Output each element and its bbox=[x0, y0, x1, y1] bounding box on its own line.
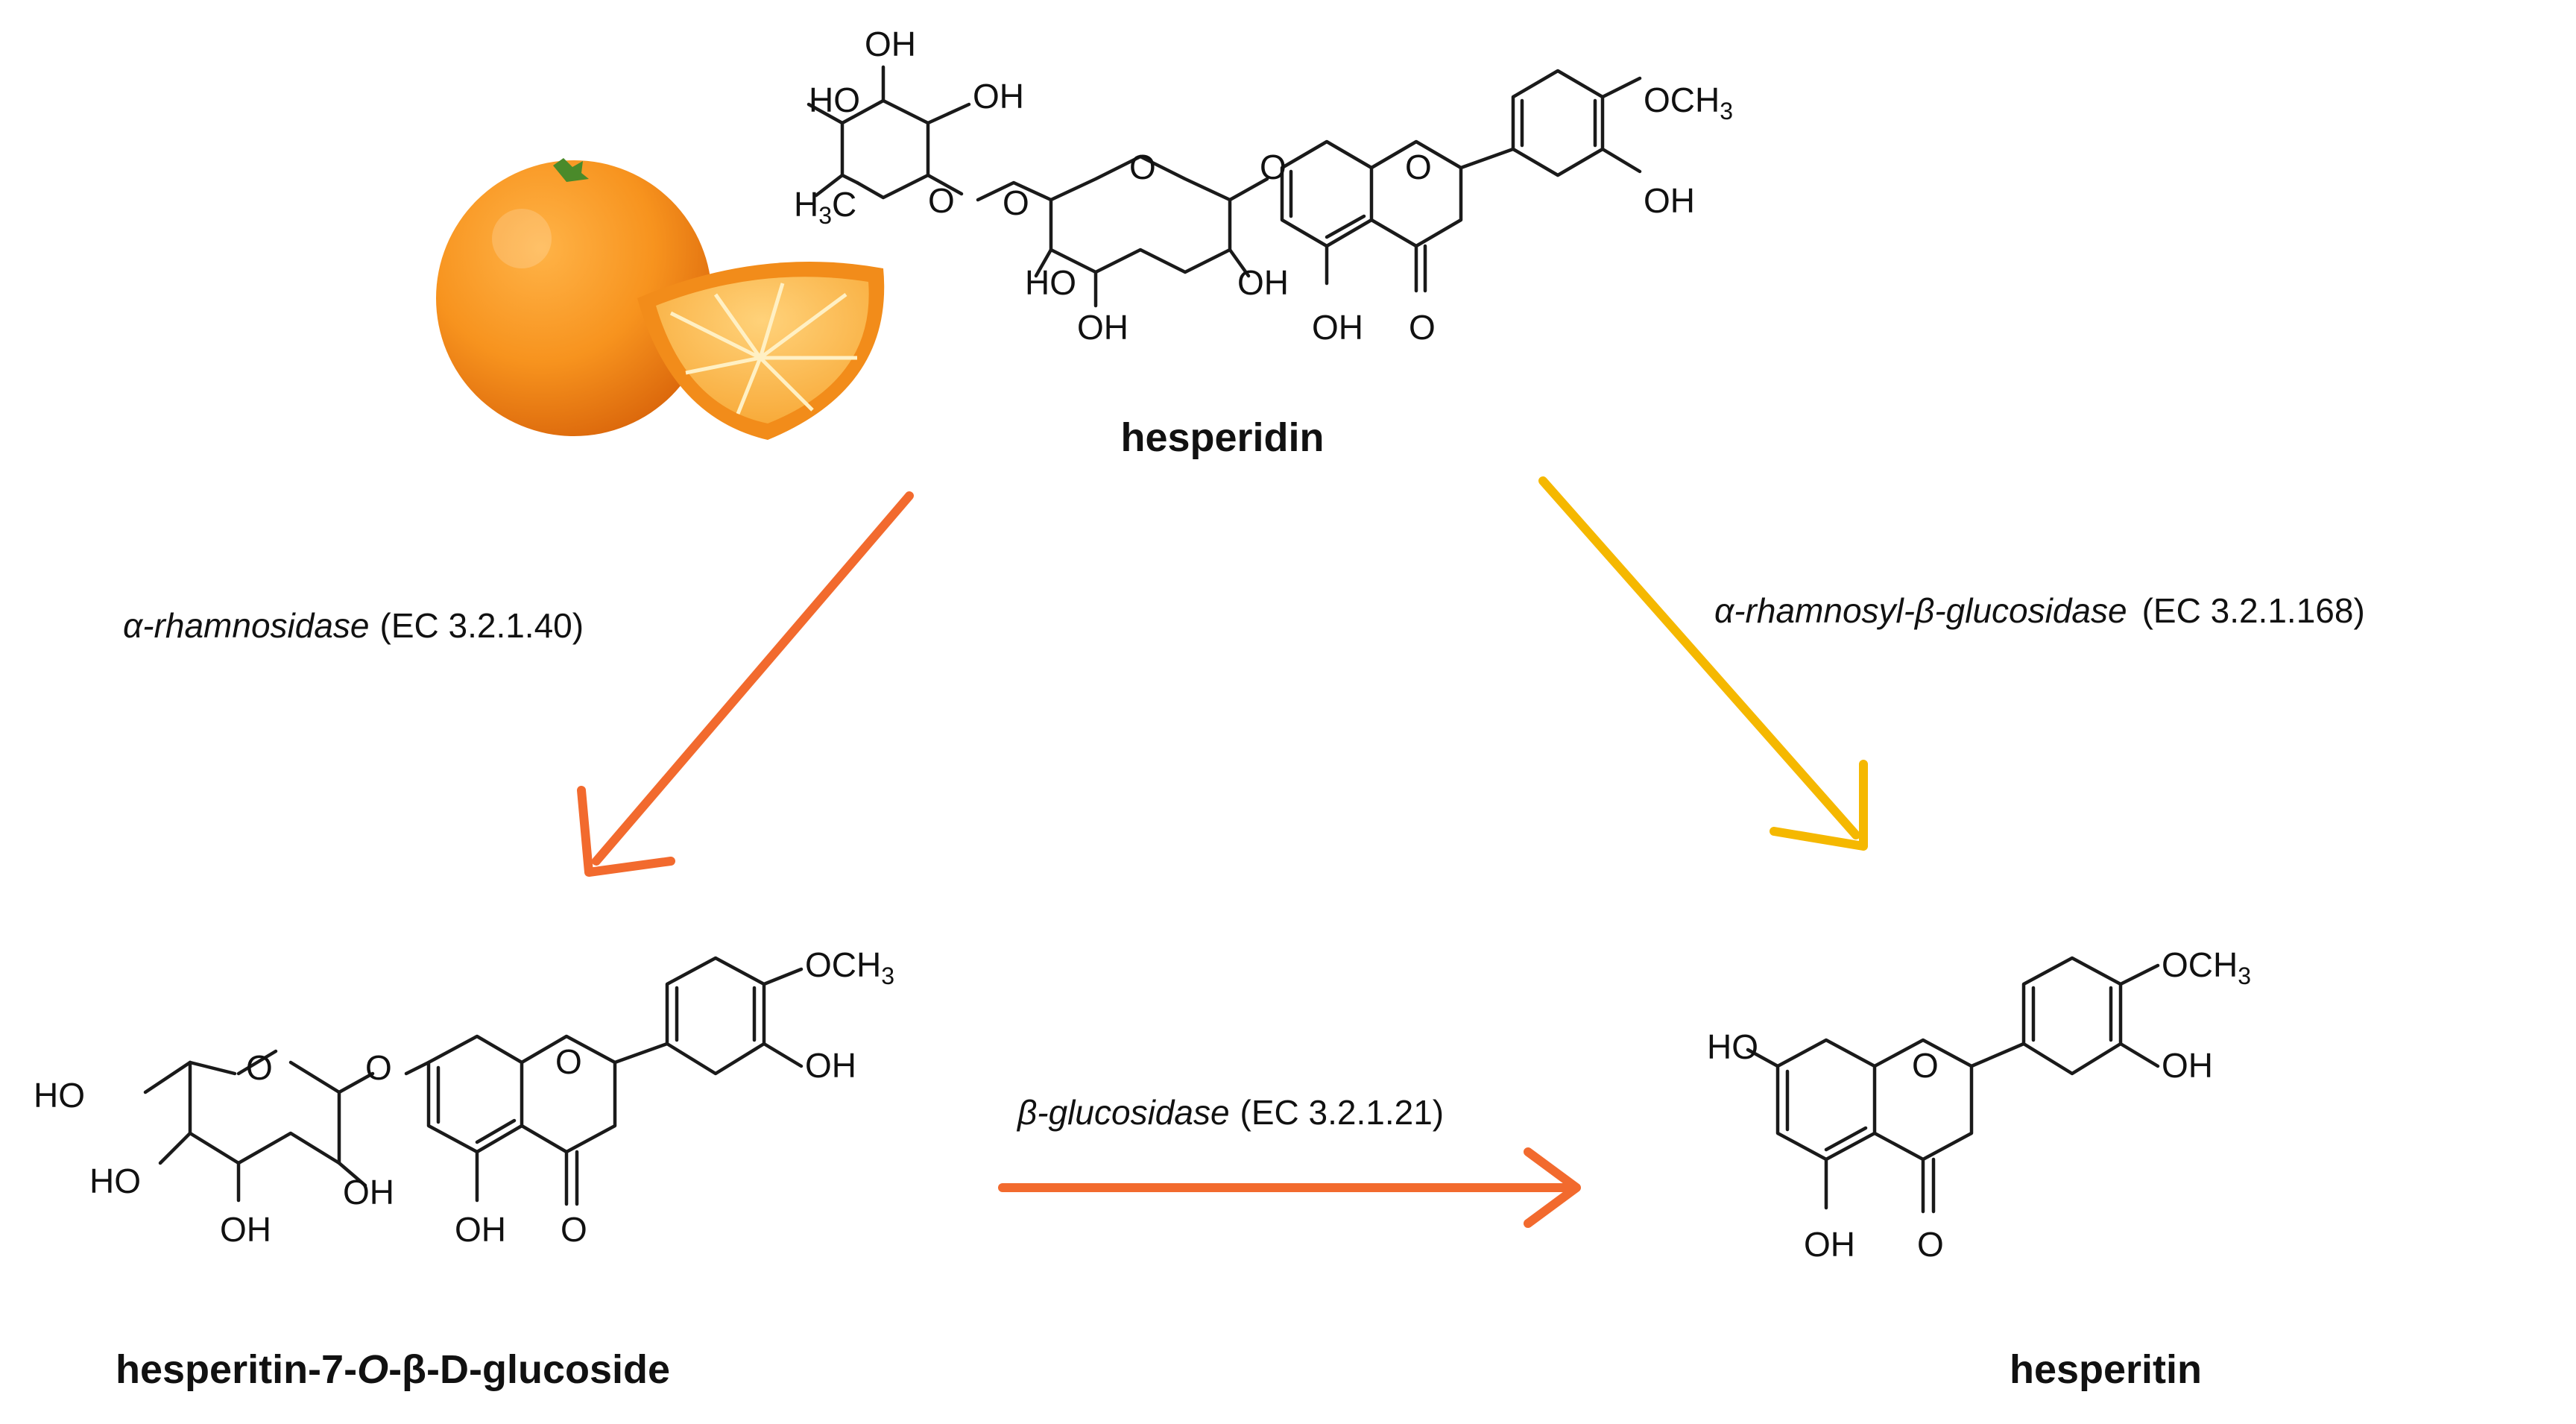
arrow-beta-glucosidase bbox=[998, 1147, 1581, 1228]
glucoside-o-ring-c: O bbox=[555, 1042, 582, 1081]
hesperidin-o-rham-ring: O bbox=[928, 181, 955, 220]
glucoside-och3: OCH3 bbox=[805, 945, 894, 989]
glucoside-oh-a-ring: OH bbox=[455, 1210, 506, 1249]
glucoside-o-glycosidic: O bbox=[365, 1048, 392, 1087]
hesperidin-o-gluc-ring: O bbox=[1129, 148, 1156, 186]
orange-slice-icon bbox=[637, 262, 885, 440]
glucoside-oh-3: OH bbox=[220, 1210, 271, 1249]
hesperidin-och3: OCH3 bbox=[1644, 81, 1733, 125]
glucoside-name: hesperitin-7-O-β-D-glucoside bbox=[116, 1347, 670, 1392]
glucoside-o-carbonyl: O bbox=[561, 1210, 587, 1249]
glucoside-oh-2: OH bbox=[343, 1173, 394, 1212]
hesperidin-structure: HO OH OH H3C O O O O HO OH OH O OH O OCH… bbox=[794, 25, 1733, 347]
hesperitin-oh-5: OH bbox=[1804, 1225, 1855, 1264]
hesperidin-o-linker: O bbox=[1003, 183, 1029, 222]
hesperitin-o-ring: O bbox=[1912, 1046, 1939, 1085]
hesperitin-structure: HO O OH O OCH3 OH bbox=[1707, 945, 2251, 1264]
glucoside-o-ring: O bbox=[246, 1048, 273, 1087]
enzyme-label-beta-glucosidase: β-glucosidase(EC 3.2.1.21) bbox=[1016, 1093, 1444, 1132]
orange-fruit-icon bbox=[436, 158, 885, 440]
enzyme-label-alpha-rhamnosyl-beta-glucosidase: α-rhamnosyl-β-glucosidase(EC 3.2.1.168) bbox=[1714, 591, 2365, 630]
glucoside-ho-6: HO bbox=[34, 1076, 85, 1115]
hesperidin-ch3: H3C bbox=[794, 185, 856, 229]
hesperidin-oh-gluc-right: OH bbox=[1237, 263, 1289, 302]
hesperitin-name: hesperitin bbox=[2010, 1347, 2202, 1392]
hesperidin-oh-a-ring: OH bbox=[1312, 308, 1363, 347]
hesperitin-o-carbonyl: O bbox=[1917, 1225, 1944, 1264]
hesperidin-o-ring: O bbox=[1405, 148, 1432, 186]
hesperidin-ho-rham: HO bbox=[809, 81, 860, 119]
hesperidin-o-carbonyl: O bbox=[1409, 308, 1436, 347]
hesperidin-name: hesperidin bbox=[1120, 415, 1324, 460]
hesperidin-ho-gluc: HO bbox=[1025, 263, 1076, 302]
enzyme-label-alpha-rhamnosidase: α-rhamnosidase(EC 3.2.1.40) bbox=[123, 606, 584, 645]
hesperitin-och3: OCH3 bbox=[2162, 945, 2251, 989]
hesperidin-o-glycosidic: O bbox=[1260, 148, 1287, 186]
arrow-alpha-rhamnosidase bbox=[577, 491, 914, 877]
glucoside-structure: HO O O HO OH OH O OH O OCH3 OH bbox=[34, 945, 894, 1249]
hesperitin-oh-b-ring: OH bbox=[2162, 1046, 2213, 1085]
hesperidin-oh-b-ring: OH bbox=[1644, 181, 1695, 220]
hesperidin-oh-rham-right: OH bbox=[973, 77, 1024, 116]
hesperidin-oh-rham-top: OH bbox=[865, 25, 916, 63]
glucoside-oh-b-ring: OH bbox=[805, 1046, 856, 1085]
hesperitin-ho-7: HO bbox=[1707, 1027, 1758, 1066]
hesperidin-oh-gluc-bottom: OH bbox=[1077, 308, 1128, 347]
arrow-alpha-rhamnosyl-beta-glucosidase bbox=[1538, 476, 1868, 851]
glucoside-ho-4: HO bbox=[89, 1162, 141, 1200]
